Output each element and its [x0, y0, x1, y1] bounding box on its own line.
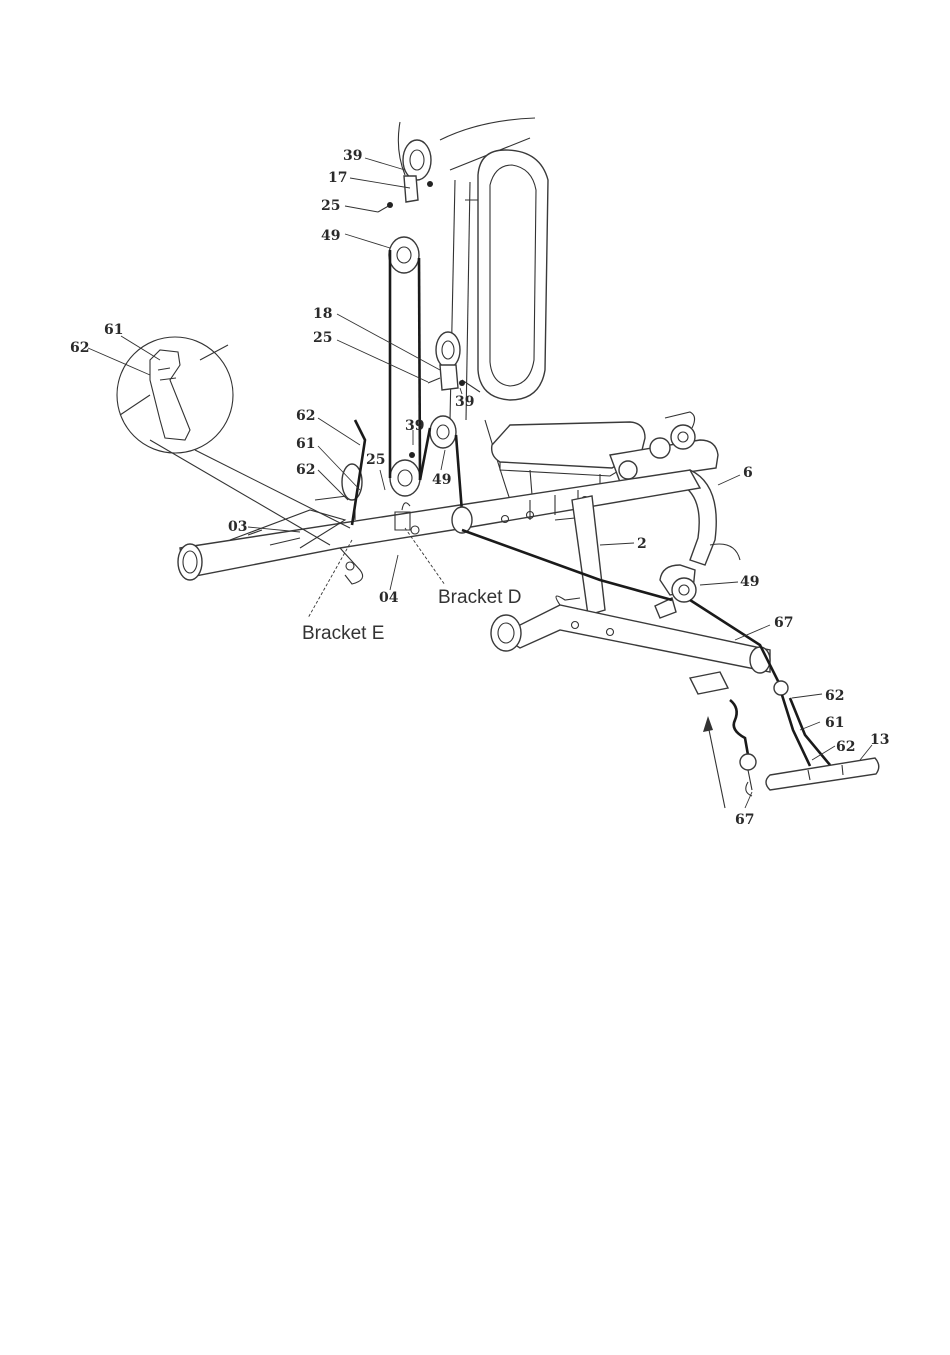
callout-61-inset: 61	[104, 322, 123, 338]
callout-03: 03	[228, 519, 247, 535]
callout-6: 6	[743, 465, 753, 481]
callout-61-left: 61	[296, 436, 315, 452]
vertical-post	[555, 496, 605, 615]
callout-39-low: 39	[405, 418, 424, 434]
callout-25-top: 25	[321, 198, 340, 214]
callout-39-mid: 39	[455, 394, 474, 410]
callout-18: 18	[313, 306, 332, 322]
bracket-d-label: Bracket D	[438, 587, 521, 608]
callout-17: 17	[328, 170, 347, 186]
top-pulley	[378, 140, 433, 212]
callout-25-mid: 25	[313, 330, 332, 346]
rear-base	[491, 596, 770, 694]
callout-62-left-b: 62	[296, 462, 315, 478]
callout-04: 04	[379, 590, 399, 606]
callout-61-right: 61	[825, 715, 844, 731]
callout-49-low: 49	[432, 472, 451, 488]
callout-62-right-b: 62	[836, 739, 855, 755]
callout-39-top: 39	[343, 148, 362, 164]
callout-62-right-a: 62	[825, 688, 844, 704]
callout-49-right: 49	[740, 574, 759, 590]
callout-13: 13	[870, 732, 889, 748]
callout-67-bottom: 67	[735, 812, 754, 828]
bracket-e-label: Bracket E	[302, 623, 384, 644]
callout-62-left-a: 62	[296, 408, 315, 424]
middle-pulley	[428, 332, 465, 390]
right-pulley-bracket	[655, 565, 696, 618]
callout-25-low: 25	[366, 452, 385, 468]
callout-62-inset: 62	[70, 340, 89, 356]
callout-2: 2	[637, 536, 647, 552]
callout-67-right: 67	[774, 615, 793, 631]
bracket-labels: Bracket D Bracket E	[302, 587, 521, 644]
callout-49-top: 49	[321, 228, 340, 244]
backrest-pad	[462, 150, 548, 400]
